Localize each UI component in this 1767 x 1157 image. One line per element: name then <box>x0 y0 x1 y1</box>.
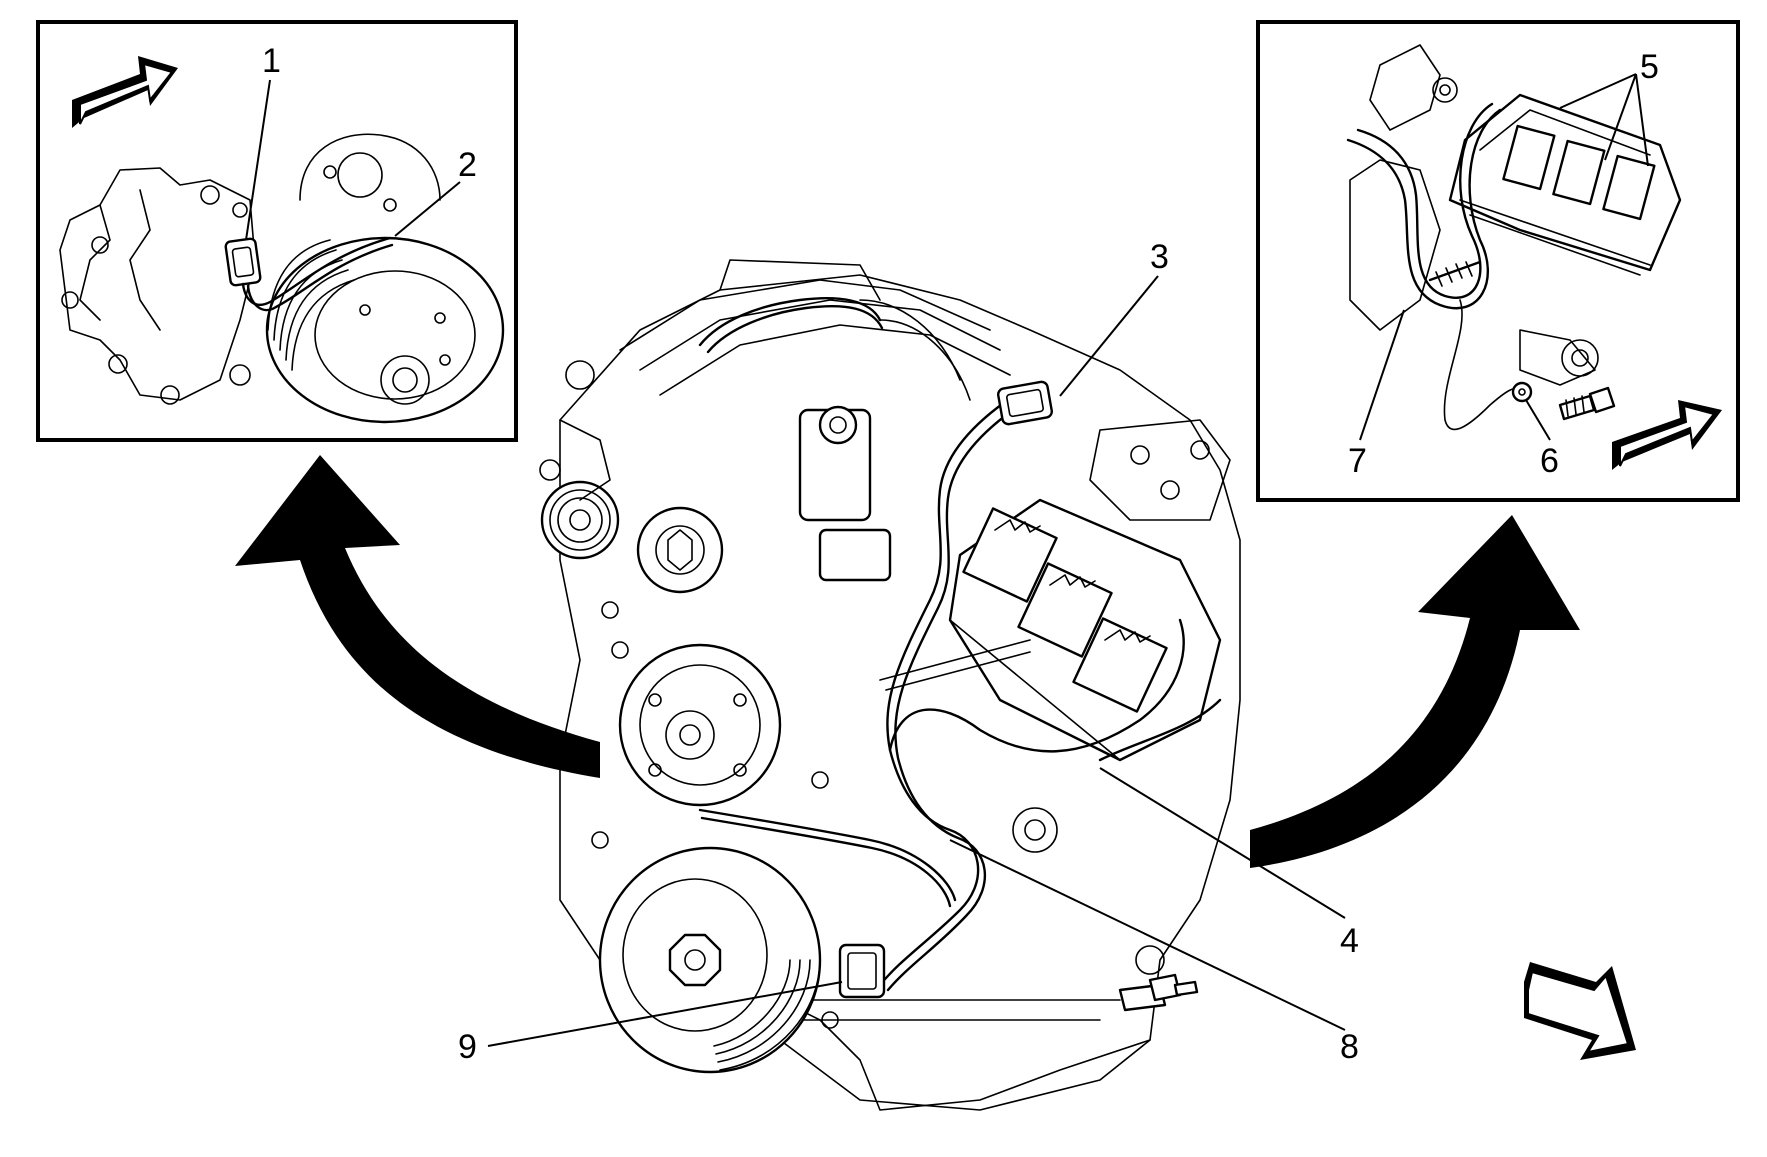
callout-7: 7 <box>1348 442 1367 480</box>
callout-1: 1 <box>262 42 281 80</box>
engine-block-outline <box>559 274 1241 1111</box>
callout-4: 4 <box>1340 922 1359 960</box>
tensioner-pulley <box>636 506 724 594</box>
intake-manifold <box>619 259 1011 401</box>
water-pump-pulley <box>618 643 782 807</box>
exhaust-bracket <box>1089 419 1231 521</box>
leader-9 <box>487 981 843 1047</box>
callout-9: 9 <box>458 1028 477 1066</box>
crankshaft-balancer <box>598 846 822 1074</box>
right-inset-stud <box>1428 260 1482 287</box>
left-inset-direction-arrow-icon <box>72 56 178 128</box>
left-inset-crank-pulley <box>265 236 505 424</box>
leader-1 <box>245 79 271 241</box>
right-inset-ground-bolt <box>1558 386 1616 421</box>
leader-8 <box>949 839 1346 1031</box>
leader-4 <box>1099 767 1346 919</box>
callout-3: 3 <box>1150 238 1169 276</box>
left-inset-upper-pulley <box>299 133 441 212</box>
right-inset-frame <box>1256 20 1740 502</box>
leader-2 <box>394 181 461 237</box>
right-inset-direction-arrow-icon <box>1612 400 1722 470</box>
crankshaft-sensor-connector-bottom <box>838 943 886 999</box>
crankshaft-sensor-connector-top <box>997 380 1053 426</box>
idler-pulley <box>540 480 620 560</box>
bottom-direction-arrow-icon <box>1524 962 1636 1060</box>
leader-3 <box>1059 275 1159 397</box>
ignition-coil-packs <box>948 498 1222 762</box>
main-engine-harness <box>698 400 1222 992</box>
left-inset-sensor-connector <box>224 236 394 312</box>
main-engine-view <box>539 259 1241 1111</box>
left-inset-engine-bracket <box>59 167 256 405</box>
right-detail-inset: 5 6 7 <box>1256 20 1740 502</box>
leader-7 <box>1359 309 1405 441</box>
right-inset-harness <box>1346 102 1521 431</box>
callout-5: 5 <box>1640 48 1659 86</box>
front-cover-details <box>539 360 1167 1029</box>
left-curved-arrow-icon <box>235 455 600 778</box>
leader-6 <box>1525 399 1551 441</box>
left-detail-inset: 1 2 <box>36 20 518 442</box>
oil-pressure-sensor <box>1148 973 1199 1002</box>
right-inset-coil-pack <box>1448 93 1682 276</box>
upper-harness <box>698 297 884 354</box>
thermostat-housing <box>798 405 892 582</box>
right-inset-ground-eyelet <box>1511 381 1533 403</box>
leader-5 <box>1559 73 1649 167</box>
callout-8: 8 <box>1340 1028 1359 1066</box>
callout-2: 2 <box>458 146 477 184</box>
right-curved-arrow-icon <box>1250 515 1580 868</box>
callout-6: 6 <box>1540 442 1559 480</box>
